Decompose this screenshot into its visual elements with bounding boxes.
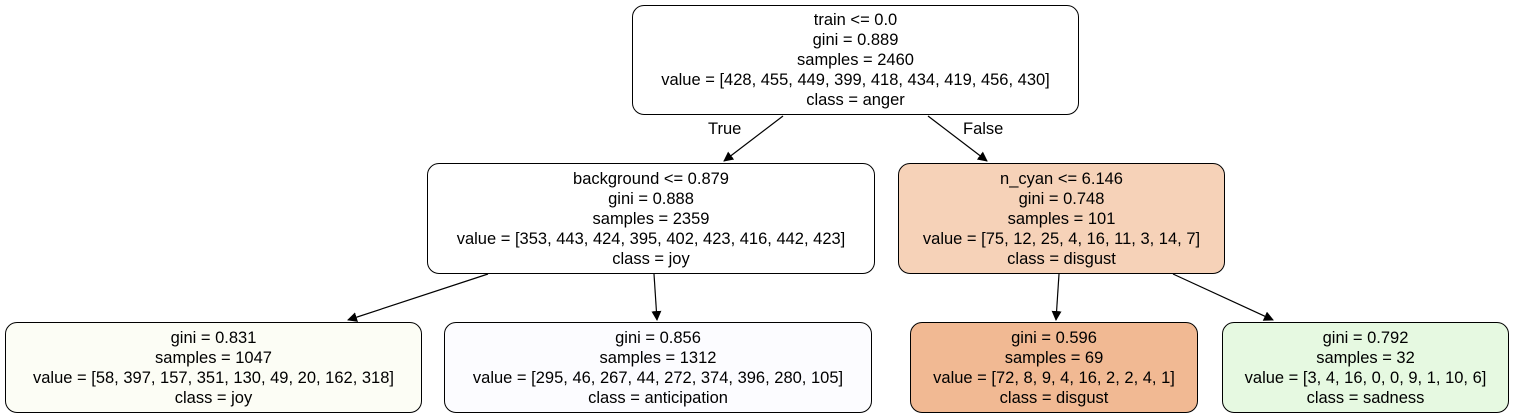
leaf-left-right-value: value = [295, 46, 267, 44, 272, 374, 396… [472,368,844,387]
node-left-gini: gini = 0.888 [608,189,694,208]
node-left-value: value = [353, 443, 424, 395, 402, 423, 4… [456,229,846,248]
leaf-left-right-gini: gini = 0.856 [615,328,701,347]
leaf-left-right-class: class = anticipation [588,388,728,407]
leaf-right-left: gini = 0.596 samples = 69 value = [72, 8… [910,322,1198,413]
node-right-gini: gini = 0.748 [1018,189,1105,208]
leaf-right-right-gini: gini = 0.792 [1322,328,1409,347]
edge-label-true: True [708,120,742,138]
leaf-right-left-class: class = disgust [999,388,1109,407]
leaf-right-left-samples: samples = 69 [1004,348,1104,367]
leaf-left-left-class: class = joy [174,388,253,407]
leaf-left-right-samples: samples = 1312 [599,348,717,367]
node-left: background <= 0.879 gini = 0.888 samples… [427,163,875,274]
node-root-gini: gini = 0.889 [812,31,899,49]
leaf-right-left-value: value = [72, 8, 9, 4, 16, 2, 2, 4, 1] [933,368,1175,387]
leaf-left-left-gini: gini = 0.831 [170,328,257,347]
node-left-split: background <= 0.879 [573,169,729,188]
leaf-right-left-gini: gini = 0.596 [1011,328,1097,347]
leaf-left-left: gini = 0.831 samples = 1047 value = [58,… [5,322,422,413]
edge-root-left [723,115,784,162]
edge-label-false: False [963,120,1004,138]
leaf-right-right-class: class = sadness [1306,388,1425,407]
edge-left-leaf-lr [651,273,662,321]
node-right: n_cyan <= 6.146 gini = 0.748 samples = 1… [898,163,1225,274]
node-left-class: class = joy [612,249,690,268]
node-right-class: class = disgust [1007,249,1116,268]
edge-left-leaf-ll [347,273,489,322]
edge-right-leaf-rl [1051,273,1062,321]
leaf-right-right-value: value = [3, 4, 16, 0, 0, 9, 1, 10, 6] [1244,368,1487,387]
leaf-right-right-samples: samples = 32 [1316,348,1415,367]
node-right-samples: samples = 101 [1007,209,1116,228]
node-left-samples: samples = 2359 [592,209,710,228]
node-root-class: class = anger [806,91,905,109]
node-right-value: value = [75, 12, 25, 4, 16, 11, 3, 14, 7… [922,229,1201,248]
node-root-split: train <= 0.0 [813,11,898,29]
edge-right-leaf-rr [1172,273,1274,321]
node-root-value: value = [428, 455, 449, 399, 418, 434, 4… [661,71,1050,89]
leaf-left-left-value: value = [58, 397, 157, 351, 130, 49, 20,… [32,368,394,387]
leaf-left-right: gini = 0.856 samples = 1312 value = [295… [444,322,872,413]
node-right-split: n_cyan <= 6.146 [1000,169,1123,188]
edge-root-right [927,115,988,162]
leaf-right-right: gini = 0.792 samples = 32 value = [3, 4,… [1222,322,1509,413]
node-root-samples: samples = 2460 [797,51,914,69]
leaf-left-left-samples: samples = 1047 [155,348,272,367]
node-root: train <= 0.0 gini = 0.889 samples = 2460… [632,5,1079,115]
